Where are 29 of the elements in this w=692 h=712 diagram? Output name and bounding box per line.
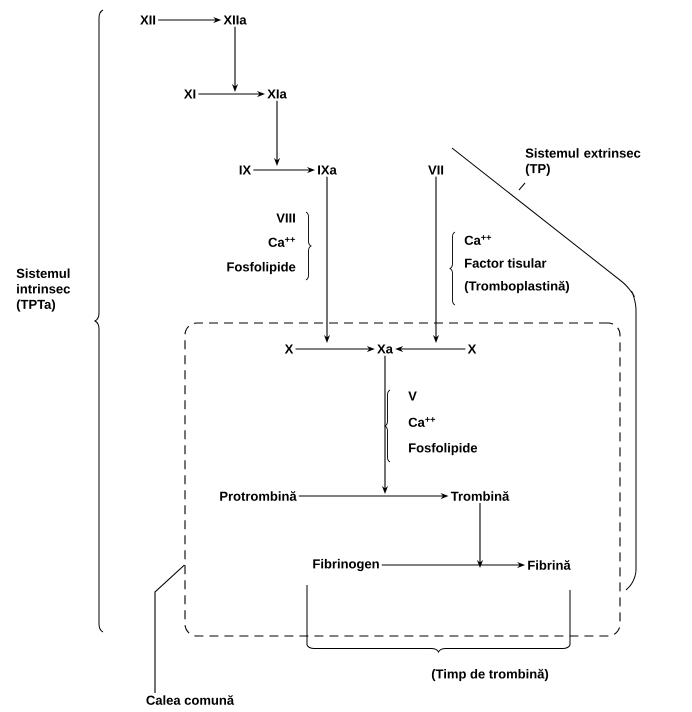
factor-label: IXa (318, 165, 337, 175)
factor-label: XIa (267, 89, 287, 99)
factor-label: Fibrină (528, 560, 571, 570)
factor-label: XIIa (224, 15, 247, 25)
label: VIII (276, 214, 295, 222)
label: Factor tisular (465, 258, 546, 268)
factor-label: Protrombină (220, 491, 297, 501)
label: V (408, 392, 417, 400)
factor-label: Xa (377, 344, 394, 354)
factor-label: IX (240, 166, 252, 174)
factor-label: XII (140, 16, 156, 24)
factor-label: XI (184, 90, 196, 98)
label: (Tromboplastină) (464, 280, 569, 294)
factor-label: VII (428, 166, 444, 174)
label: (Timp de trombină) (432, 668, 548, 682)
factor-label: Calea comună (146, 695, 234, 705)
label: Fosfolipide (227, 262, 296, 274)
dashed-region (184, 322, 621, 637)
label: Ca$^{++}$ (464, 235, 492, 245)
label: Sistemul intrinsec (TPTa) (16, 268, 70, 312)
label: Sistemul extrinsec (TP) (526, 148, 640, 176)
factor-label: X (468, 344, 476, 354)
factor-label: Trombină (450, 491, 510, 501)
label: Ca$^{++}$ (408, 417, 436, 427)
leader-line (154, 564, 185, 693)
label: Fosfolipide (409, 442, 478, 456)
factor-label: Fibrinogen (313, 558, 379, 572)
label: Ca$^{++}$ (268, 237, 295, 247)
factor-label: X (284, 344, 294, 354)
